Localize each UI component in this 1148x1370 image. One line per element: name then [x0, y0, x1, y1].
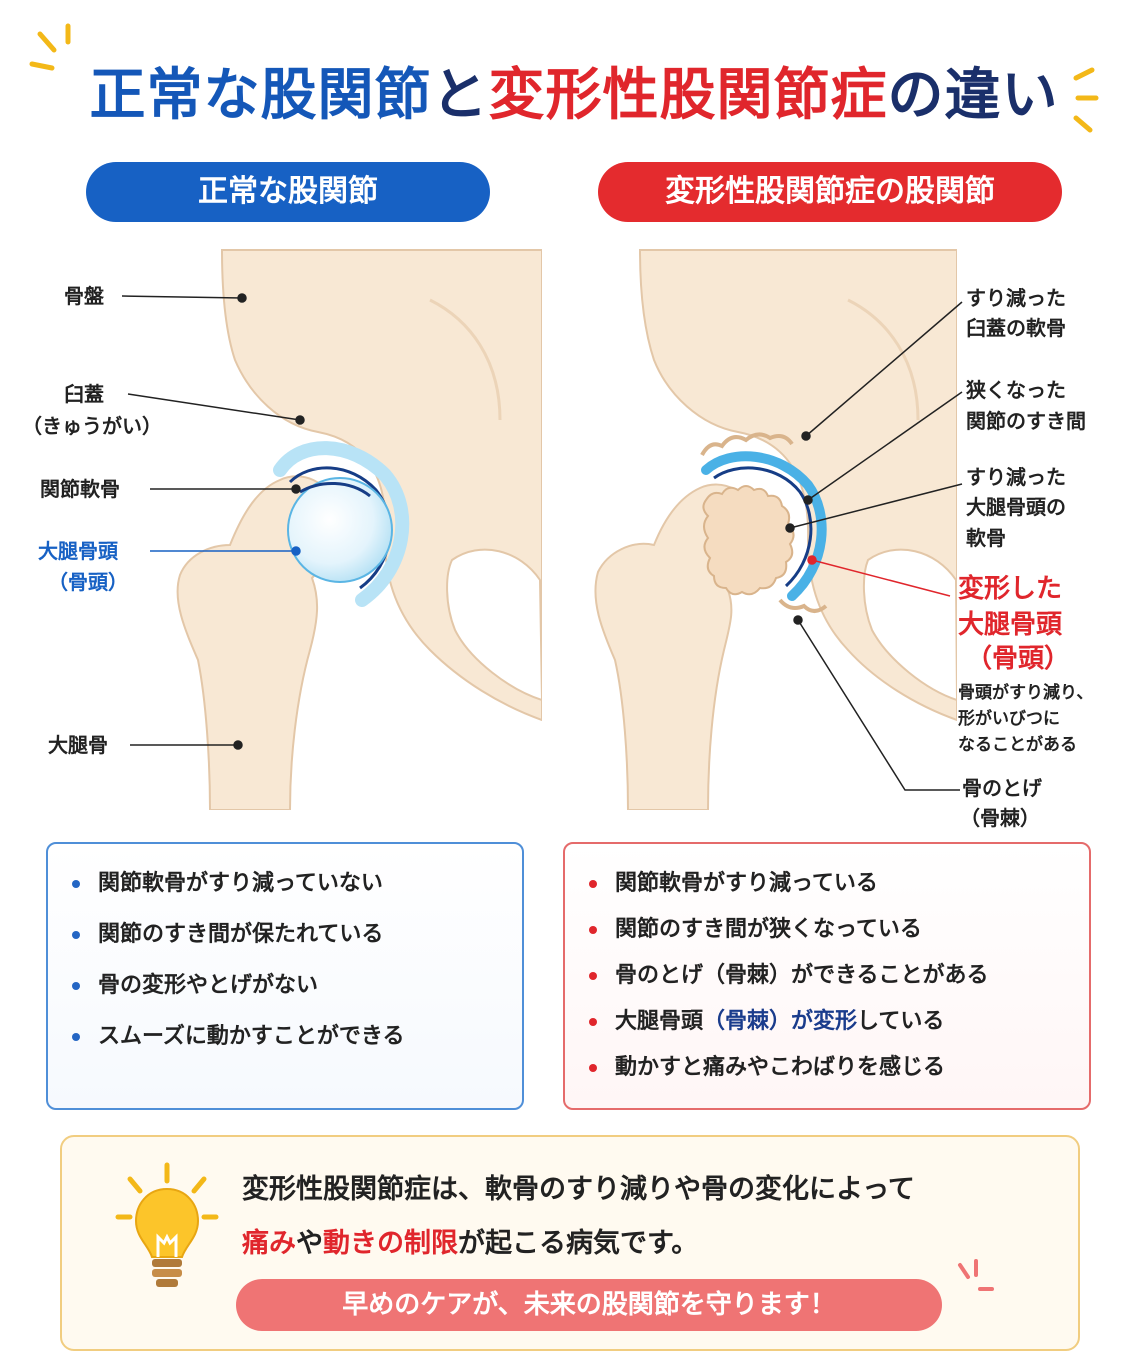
- label-narrow-gap-2: 関節のすき間: [966, 409, 1086, 433]
- list-item: 関節のすき間が狭くなっている: [589, 910, 989, 956]
- normal-panel-title: 正常な股関節: [86, 162, 490, 222]
- list-item: 動かすと痛みやこわばりを感じる: [589, 1048, 989, 1094]
- label-deformed-2: 大腿骨頭: [958, 610, 1063, 640]
- list-item: 大腿骨頭（骨棘）が変形している: [589, 1002, 989, 1048]
- label-worn-acetabular-1: すり減った: [966, 286, 1066, 310]
- oa-panel-title: 変形性股関節症の股関節: [598, 162, 1062, 222]
- hip-joint-illustration: [121, 249, 963, 810]
- label-femur: 大腿骨: [48, 733, 108, 757]
- label-femoral-head: 大腿骨頭: [38, 539, 118, 563]
- oa-deformed-femoral-head: [702, 485, 795, 596]
- list-item: 骨のとげ（骨棘）ができることがある: [589, 956, 989, 1002]
- title-spark-left-icon: [29, 23, 71, 71]
- label-deformed-1: 変形した: [958, 574, 1063, 604]
- list-item: 関節軟骨がすり減っている: [589, 864, 989, 910]
- note-line-1: 変形性股関節症は、軟骨のすり減りや骨の変化によって: [242, 1174, 915, 1205]
- oa-leader-lines: [785, 301, 963, 791]
- label-pelvis: 骨盤: [64, 284, 104, 308]
- normal-femoral-head: [287, 477, 393, 583]
- oa-points-box: 関節軟骨がすり減っている 関節のすき間が狭くなっている 骨のとげ（骨棘）ができる…: [563, 842, 1091, 1110]
- normal-points-box: 関節軟骨がすり減っていない 関節のすき間が保たれている 骨の変形やとげがない ス…: [46, 842, 524, 1110]
- label-worn-head-2: 大腿骨頭の: [966, 495, 1066, 519]
- label-articular-cartilage: 関節軟骨: [40, 477, 120, 501]
- label-deformed-note-1: 骨頭がすり減り、: [958, 683, 1094, 703]
- list-item: 骨の変形やとげがない: [72, 966, 404, 1017]
- title-suffix: の違い: [887, 63, 1059, 128]
- label-deformed-3: （骨頭）: [966, 644, 1071, 674]
- note-line-2: 痛みや動きの制限が起こる病気です。: [242, 1228, 699, 1259]
- care-banner: 早めのケアが、未来の股関節を守ります！: [236, 1279, 942, 1331]
- label-narrow-gap-1: 狭くなった: [966, 378, 1066, 402]
- normal-leader-lines: [121, 293, 305, 750]
- label-bone-spur-1: 骨のとげ: [962, 776, 1042, 800]
- banner-spark-icon: [958, 1259, 994, 1291]
- label-femoral-head-alt: （骨頭）: [48, 570, 128, 594]
- label-worn-acetabular-2: 臼蓋の軟骨: [966, 316, 1066, 340]
- list-item: スムーズに動かすことができる: [72, 1017, 404, 1068]
- list-item: 関節のすき間が保たれている: [72, 915, 404, 966]
- title-connector: と: [431, 63, 489, 128]
- title-spark-right-icon: [1073, 67, 1099, 133]
- label-worn-head-1: すり減った: [966, 465, 1066, 489]
- label-bone-spur-2: （骨棘）: [960, 806, 1040, 830]
- label-deformed-note-2: 形がいびつに: [958, 709, 1060, 729]
- lightbulb-icon: [115, 1162, 219, 1287]
- summary-note: 変形性股関節症は、軟骨のすり減りや骨の変化によって 痛みや動きの制限が起こる病気…: [60, 1135, 1080, 1351]
- normal-hip: [176, 249, 542, 810]
- title-oa: 変形性股関節症: [488, 63, 888, 128]
- title-normal: 正常な股関節: [89, 63, 432, 128]
- label-acetabulum: 臼蓋: [64, 382, 104, 406]
- list-item: 関節軟骨がすり減っていない: [72, 864, 404, 915]
- label-deformed-note-3: なることがある: [958, 735, 1077, 755]
- oa-hip: [594, 249, 957, 810]
- label-acetabulum-reading: （きゅうがい）: [22, 414, 162, 438]
- page-title: 正常な股関節と変形性股関節症の違い: [0, 50, 1148, 131]
- label-worn-head-3: 軟骨: [966, 526, 1006, 550]
